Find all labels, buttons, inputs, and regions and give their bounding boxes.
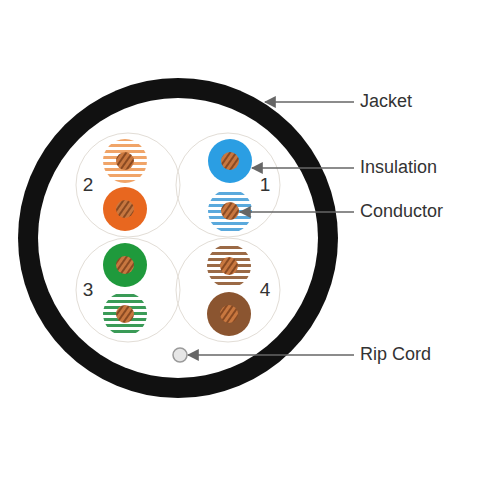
part-label: Insulation bbox=[360, 158, 437, 178]
part-label: Jacket bbox=[360, 92, 412, 112]
leader-line bbox=[188, 354, 354, 356]
pair-number: 1 bbox=[260, 175, 271, 196]
conductor bbox=[220, 257, 238, 275]
leader-line bbox=[265, 101, 354, 103]
pair-number: 4 bbox=[260, 280, 271, 301]
striped-insulation bbox=[208, 189, 252, 233]
insulation bbox=[207, 292, 251, 336]
leader-line bbox=[240, 211, 354, 213]
insulation bbox=[103, 243, 147, 287]
part-label: Conductor bbox=[360, 202, 443, 222]
insulation bbox=[103, 187, 147, 231]
conductor bbox=[116, 152, 134, 170]
pair-outline bbox=[76, 238, 180, 342]
conductor bbox=[116, 256, 134, 274]
conductor bbox=[116, 305, 134, 323]
striped-insulation bbox=[103, 292, 147, 336]
rip-cord bbox=[173, 348, 187, 362]
pair-outline bbox=[176, 133, 280, 237]
conductor bbox=[220, 305, 238, 323]
conductor bbox=[221, 202, 239, 220]
conductor bbox=[221, 152, 239, 170]
jacket-inside bbox=[38, 98, 318, 378]
jacket bbox=[18, 78, 338, 398]
pair-number: 3 bbox=[83, 280, 94, 301]
pair-outline bbox=[176, 238, 280, 342]
leader-line bbox=[252, 167, 354, 169]
pair-outline bbox=[76, 133, 180, 237]
part-label: Rip Cord bbox=[360, 345, 431, 365]
striped-insulation bbox=[103, 139, 147, 183]
insulation bbox=[208, 139, 252, 183]
striped-insulation bbox=[207, 244, 251, 288]
conductor bbox=[116, 200, 134, 218]
pair-number: 2 bbox=[83, 175, 94, 196]
